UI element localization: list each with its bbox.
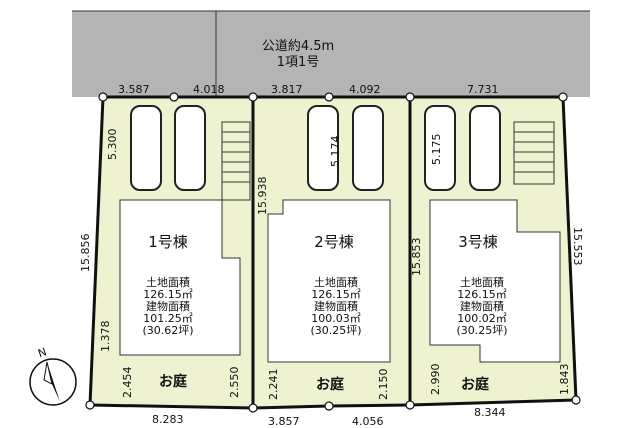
dim-lot2-garden-right: 2.150 [377, 369, 390, 401]
boundary-markers [85, 92, 581, 413]
lot1-title: 1号棟 [148, 233, 188, 251]
parked-cars [130, 105, 501, 191]
car-icon [307, 105, 339, 191]
dim-bottom-1: 8.283 [152, 413, 184, 426]
dim-lot2-parking: 5.174 [329, 136, 342, 168]
lot1-tsubo: (30.62坪) [142, 324, 193, 337]
dim-top-5: 7.731 [467, 83, 499, 96]
dim-bottom-3: 4.056 [352, 415, 384, 428]
dim-top-2: 4.018 [193, 83, 225, 96]
dim-lot3-garden-right: 1.843 [558, 364, 571, 396]
lot2-land-area: 126.15㎡ [311, 288, 361, 301]
lot2-title: 2号棟 [314, 233, 354, 251]
dim-lot1-parking: 5.300 [106, 129, 119, 161]
building-2 [267, 199, 391, 363]
dim-lot1-left: 15.856 [79, 234, 92, 273]
lot1-building-area: 101.25㎡ [143, 312, 193, 325]
dim-lot2-garden-left: 2.241 [267, 369, 280, 401]
car-icon [174, 105, 206, 191]
lot3-building-area: 100.02㎡ [457, 312, 507, 325]
road-label: 公道約4.5m [262, 39, 334, 54]
lot2-garden: お庭 [316, 376, 345, 393]
car-icon [469, 105, 501, 191]
car-icon [352, 105, 384, 191]
lot3-building-label: 建物面積 [460, 299, 504, 313]
lot3-garden: お庭 [461, 376, 490, 393]
lot1-garden: お庭 [159, 373, 188, 390]
lot2-tsubo: (30.25坪) [310, 324, 361, 337]
dim-lot3-parking: 5.175 [430, 134, 443, 166]
compass-icon: N [29, 345, 77, 406]
compass-north-label: N [36, 345, 48, 360]
dim-top-4: 4.092 [349, 83, 381, 96]
dim-lot3-garden-left: 2.990 [429, 364, 442, 396]
lot3-land-area: 126.15㎡ [457, 288, 507, 301]
dim-lot3-right: 15.553 [571, 227, 584, 266]
lot2-land-label: 土地面積 [314, 275, 358, 289]
lot3-land-label: 土地面積 [460, 275, 504, 289]
lot2-building-area: 100.03㎡ [311, 312, 361, 325]
stairs-1 [221, 121, 251, 201]
dim-top-3: 3.817 [271, 83, 303, 96]
lot1-land-area: 126.15㎡ [143, 288, 193, 301]
lot3-tsubo: (30.25坪) [456, 324, 507, 337]
dim-bottom-4: 8.344 [474, 406, 506, 419]
public-road [72, 11, 590, 97]
lot3-title: 3号棟 [458, 233, 498, 251]
building-3 [429, 199, 561, 363]
lot1-building-label: 建物面積 [146, 299, 190, 313]
road-category: 1項1号 [277, 55, 320, 70]
dim-lot1-garden-left: 2.454 [121, 367, 134, 399]
car-icon [130, 105, 162, 191]
dim-lot1-rear: 1.378 [99, 321, 112, 353]
dim-top-1: 3.587 [118, 83, 150, 96]
dim-lot3-left: 15.853 [410, 238, 423, 277]
dim-bottom-2: 3.857 [268, 415, 300, 428]
dim-lot1-garden-right: 2.550 [228, 367, 241, 399]
lot2-building-label: 建物面積 [314, 299, 358, 313]
stairs-3 [513, 121, 555, 185]
car-icon [424, 105, 456, 191]
lot1-land-label: 土地面積 [146, 275, 190, 289]
dim-lot2-left: 15.938 [256, 177, 269, 216]
